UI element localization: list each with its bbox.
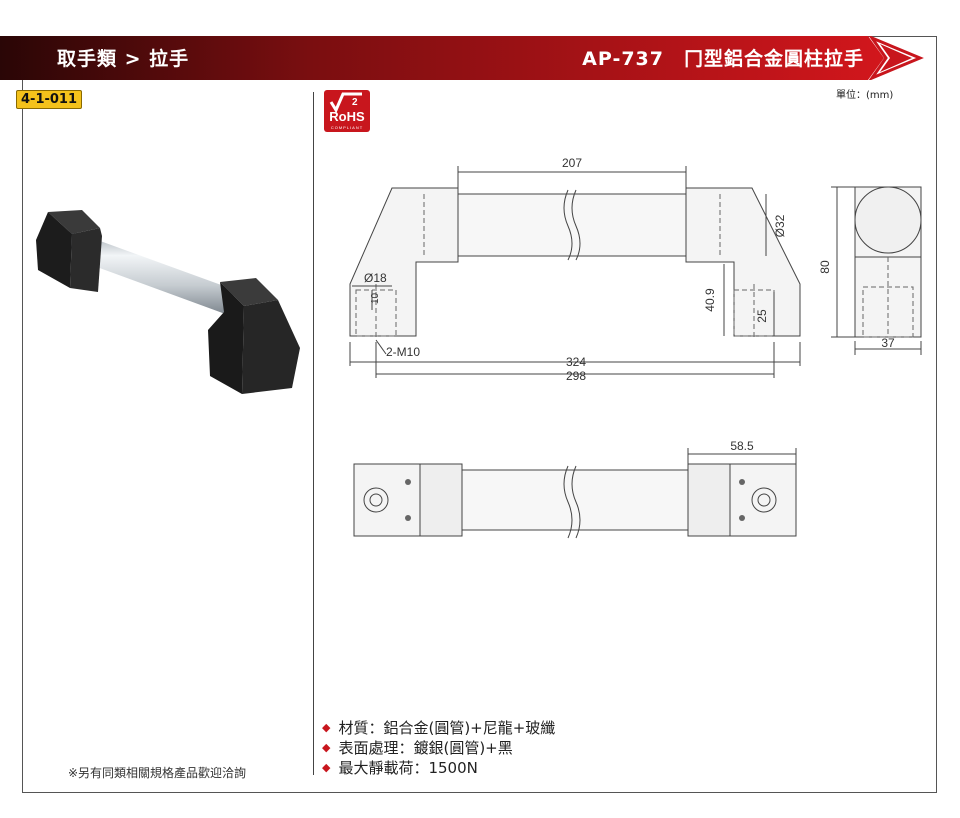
rohs-mark: 2 <box>352 97 358 108</box>
bullet-diamond-icon: ◆ <box>322 741 331 754</box>
spec-load: 最大靜載荷：1500N <box>338 759 478 777</box>
dim-18: Ø18 <box>364 271 387 285</box>
spec-item: ◆ 表面處理：鍍銀(圓管)+黑 <box>322 738 555 758</box>
bullet-diamond-icon: ◆ <box>322 721 331 734</box>
dim-207: 207 <box>562 156 582 170</box>
dim-10: 10 <box>370 292 381 304</box>
dim-37: 37 <box>881 336 895 350</box>
dim-thread: 2-M10 <box>386 345 420 359</box>
spec-item: ◆ 材質：鋁合金(圓管)+尼龍+玻纖 <box>322 718 555 738</box>
spec-item: ◆ 最大靜載荷：1500N <box>322 758 555 778</box>
unit-label: 單位：(mm) <box>836 90 894 101</box>
footnote: ※另有同類相關規格產品歡迎洽詢 <box>68 766 247 780</box>
spec-material: 材質：鋁合金(圓管)+尼龍+玻纖 <box>338 719 556 737</box>
catalog-code-badge: 4-1-011 <box>16 90 83 109</box>
top-view-drawing: 58.5 <box>353 439 797 539</box>
header-bar <box>0 36 938 80</box>
spec-finish: 表面處理：鍍銀(圓管)+黑 <box>338 739 513 757</box>
rohs-label: RoHS <box>329 109 365 124</box>
product-title: AP-737 冂型鋁合金圓柱拉手 <box>582 48 864 70</box>
header-banner-shape <box>0 36 924 80</box>
rohs-badge-icon: 2 RoHS COMPLIANT <box>324 90 370 132</box>
dim-58-5: 58.5 <box>730 439 754 453</box>
dim-25: 25 <box>755 309 769 323</box>
breadcrumb: 取手類 > 拉手 <box>57 48 190 70</box>
end-view-drawing: 80 37 <box>818 186 922 355</box>
dim-40-9: 40.9 <box>703 288 717 312</box>
bullet-diamond-icon: ◆ <box>322 761 331 774</box>
rohs-sublabel: COMPLIANT <box>331 125 363 130</box>
dim-32: Ø32 <box>773 214 787 237</box>
dim-298: 298 <box>566 369 586 383</box>
dim-324: 324 <box>566 355 586 369</box>
dim-80: 80 <box>818 260 832 274</box>
spec-list: ◆ 材質：鋁合金(圓管)+尼龍+玻纖 ◆ 表面處理：鍍銀(圓管)+黑 ◆ 最大靜… <box>322 718 555 778</box>
side-view-drawing: 207 Ø32 Ø18 10 40.9 25 2-M10 324 298 <box>349 156 801 383</box>
product-photo <box>36 210 300 394</box>
column-divider <box>313 92 314 775</box>
